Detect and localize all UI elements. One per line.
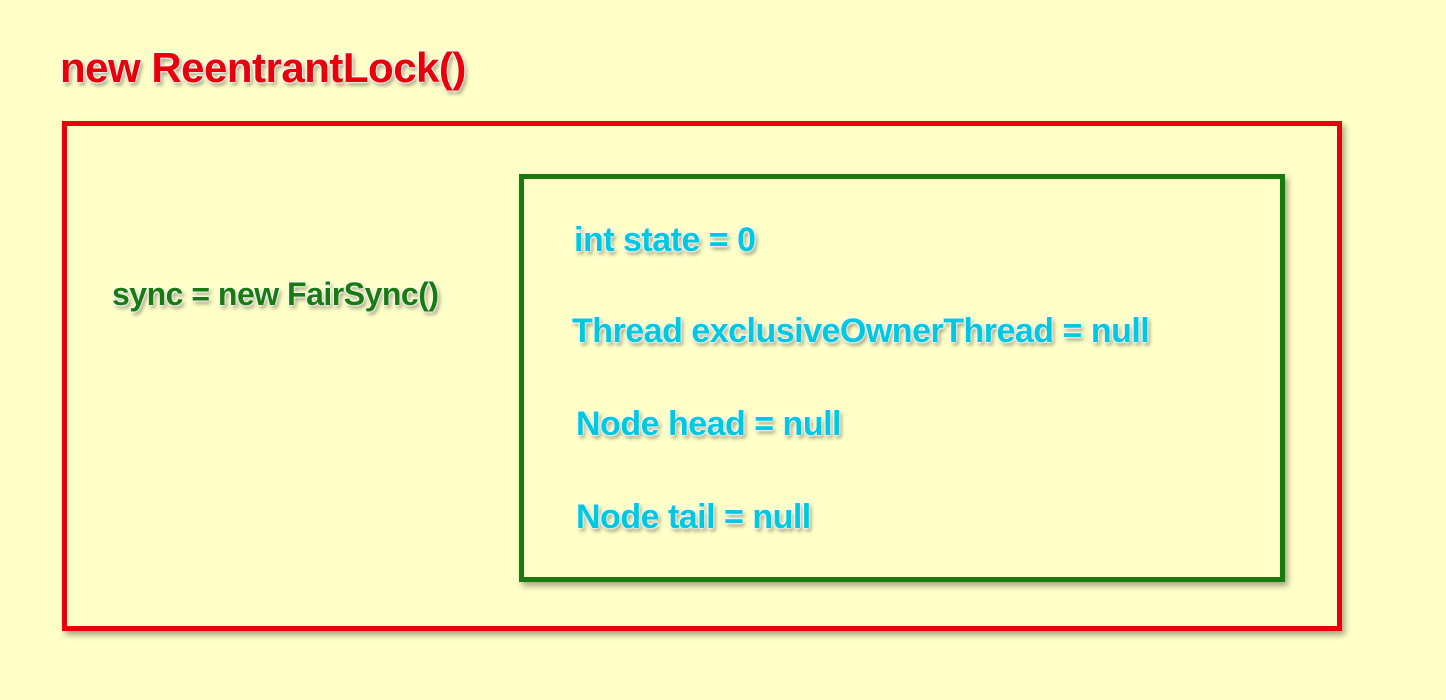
reentrant-lock-box xyxy=(62,121,1342,631)
field-tail: Node tail = null xyxy=(576,498,811,536)
field-state: int state = 0 xyxy=(574,221,756,259)
field-head: Node head = null xyxy=(576,405,841,443)
sync-label: sync = new FairSync() xyxy=(112,276,439,312)
fair-sync-box xyxy=(519,174,1285,582)
field-exclusive-owner-thread: Thread exclusiveOwnerThread = null xyxy=(572,312,1150,350)
diagram-title: new ReentrantLock() xyxy=(60,44,466,91)
